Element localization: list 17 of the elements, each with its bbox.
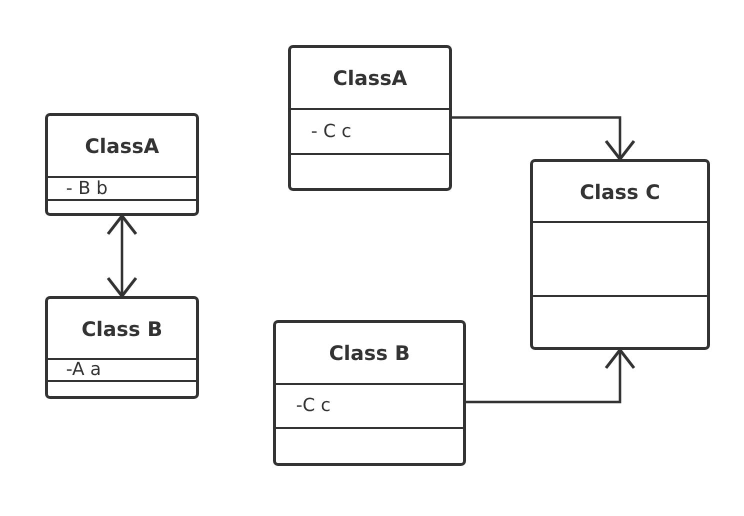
- class-name: Class B: [81, 316, 163, 340]
- class-box: [273, 320, 466, 466]
- class-name: ClassA: [332, 66, 408, 90]
- arrow: [106, 214, 138, 298]
- attribute-text: - B b: [66, 180, 108, 198]
- class-box: [288, 45, 452, 191]
- class-box: [530, 159, 710, 350]
- class-name: Class B: [328, 341, 410, 365]
- attribute-text: - C c: [311, 122, 352, 140]
- class-box: [45, 296, 199, 399]
- class-name: Class C: [580, 180, 660, 204]
- class-box: [45, 113, 199, 216]
- attribute-text: -C c: [296, 397, 331, 415]
- attribute-text: -A a: [66, 361, 102, 379]
- arrow: [466, 348, 636, 404]
- class-name: ClassA: [84, 134, 160, 158]
- arrow: [452, 116, 636, 160]
